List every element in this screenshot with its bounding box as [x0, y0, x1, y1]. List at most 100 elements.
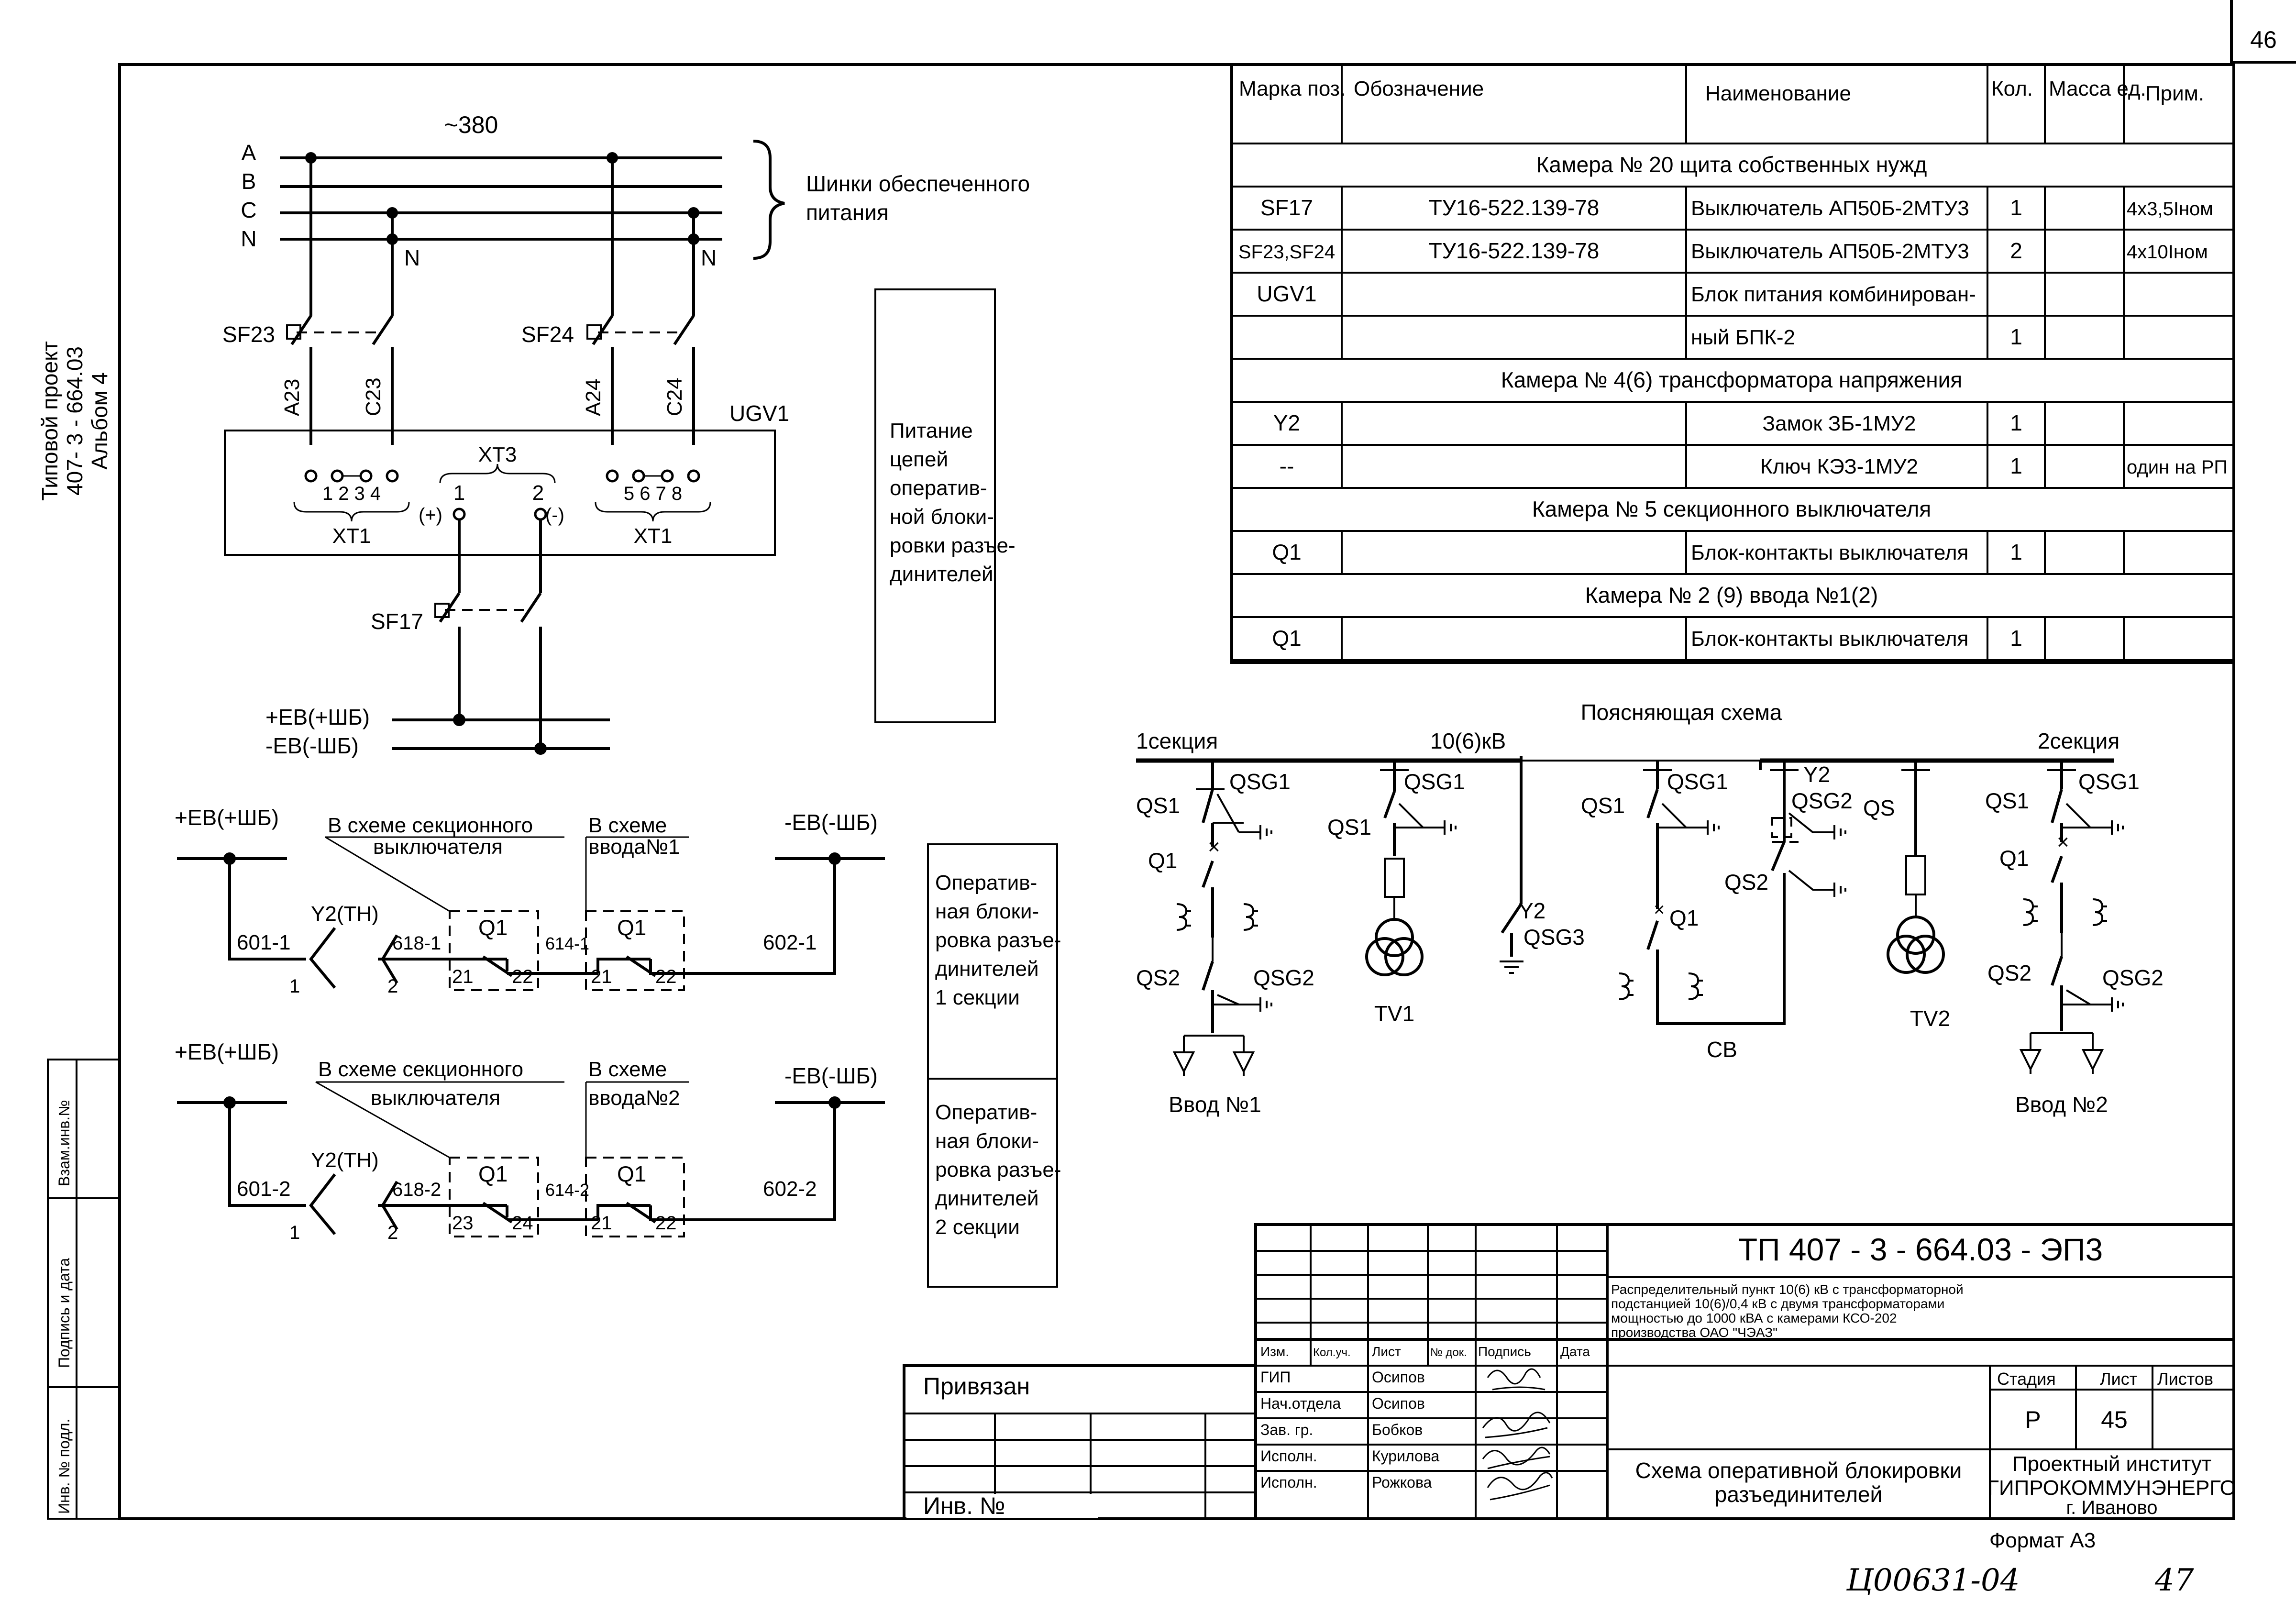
svg-text:A24: A24 [582, 379, 605, 416]
svg-text:Кол.: Кол. [1991, 77, 2033, 100]
svg-text:C23: C23 [362, 377, 385, 416]
svg-text:2: 2 [387, 976, 398, 997]
svg-text:Изм.: Изм. [1260, 1344, 1289, 1359]
svg-text:оператив-: оператив- [890, 476, 987, 500]
svg-text:Y2(TH): Y2(TH) [311, 902, 379, 926]
format-label: Формат А3 [1989, 1529, 2096, 1552]
svg-text:1: 1 [289, 976, 300, 997]
svg-text:×: × [1654, 899, 1665, 920]
svg-text:2: 2 [532, 481, 544, 505]
svg-text:QSG2: QSG2 [1253, 965, 1314, 990]
spec-cell: 4x3,5Iном [2127, 199, 2213, 220]
svg-text:разъединителей: разъединителей [1715, 1482, 1882, 1507]
left-stamp: Взам.инв.№ Подпись и дата Инв. № подл. [47, 1059, 121, 1520]
terminal-xt3: XT3 1 2 (+) (-) [419, 443, 564, 526]
svg-text:Схема оперативной блокировки: Схема оперативной блокировки [1635, 1458, 1962, 1483]
svg-text:1 2 3 4: 1 2 3 4 [322, 483, 381, 504]
single-line-diagram: Поясняющая схема 1секция 10(6)кВ 2секция… [1136, 700, 2164, 1117]
ugv1-block [224, 430, 776, 556]
svg-text:(+): (+) [419, 505, 442, 526]
linked-block: Привязан Инв. № [903, 1364, 1257, 1520]
svg-text:-EB(-ШБ): -EB(-ШБ) [784, 810, 878, 835]
svg-text:21: 21 [452, 966, 474, 987]
section-boxes: Оператив- ная блоки- ровка разъе- дините… [927, 843, 1061, 1288]
svg-text:динителей: динителей [935, 957, 1039, 981]
svg-text:QSG3: QSG3 [1523, 925, 1585, 950]
svg-text:QS1: QS1 [1985, 788, 2029, 813]
svg-text:QS: QS [1863, 795, 1895, 820]
spec-cell: Блок-контакты выключателя [1691, 541, 1968, 564]
svg-text:ровка разъе-: ровка разъе- [935, 928, 1061, 952]
svg-text:Зав. гр.: Зав. гр. [1260, 1421, 1313, 1438]
spec-cell: ный БПК-2 [1691, 326, 1795, 349]
svg-text:Ввод №1: Ввод №1 [1169, 1092, 1261, 1117]
terminal-xt1-right: 5 6 7 8 XT1 [595, 469, 711, 548]
svg-text:Ввод №2: Ввод №2 [2015, 1092, 2108, 1117]
svg-text:XT1: XT1 [634, 524, 673, 548]
breaker-sf23: SF23 A23 C23 [222, 315, 394, 445]
svg-text:QS1: QS1 [1327, 815, 1371, 839]
phase-c: C [241, 198, 256, 222]
spec-cell: ТУ16-522.139-78 [1429, 238, 1600, 263]
spec-cell: SF23,SF24 [1238, 242, 1335, 263]
svg-text:602-1: 602-1 [763, 931, 817, 954]
spec-cell: 1 [2010, 626, 2022, 651]
svg-text:динителей: динителей [890, 563, 993, 586]
svg-text:Кол.уч.: Кол.уч. [1313, 1346, 1351, 1359]
svg-text:Q1: Q1 [478, 1161, 508, 1186]
breaker-sf24: SF24 A24 C24 [521, 315, 695, 445]
svg-text:Нач.отдела: Нач.отдела [1260, 1395, 1341, 1412]
svg-text:A23: A23 [280, 379, 304, 416]
svg-text:QS2: QS2 [1987, 961, 2031, 985]
spec-section-title: Камера № 2 (9) ввода №1(2) [1585, 583, 1878, 607]
svg-text:1 секции: 1 секции [935, 986, 1020, 1009]
svg-text:Масса ед.: Масса ед. [2049, 77, 2146, 100]
svg-text:602-2: 602-2 [763, 1177, 817, 1201]
svg-text:Исполн.: Исполн. [1260, 1474, 1317, 1491]
svg-text:Осипов: Осипов [1372, 1395, 1425, 1412]
spec-cell: Выключатель АП50Б-2МТУ3 [1691, 197, 1969, 220]
svg-text:ровка разъе-: ровка разъе- [935, 1158, 1061, 1181]
svg-text:производства ОАО "ЧЭАЗ": производства ОАО "ЧЭАЗ" [1611, 1325, 1777, 1340]
spec-section-title: Камера № 4(6) трансформатора напряжения [1501, 367, 1962, 392]
voltage-label: ~380 [444, 111, 498, 138]
svg-text:21: 21 [591, 966, 612, 987]
single-line-title: Поясняющая схема [1581, 700, 1782, 725]
svg-text:Курилова: Курилова [1372, 1447, 1439, 1465]
svg-text:ГИП: ГИП [1260, 1369, 1291, 1386]
svg-text:Распределительный пункт 10(6): Распределительный пункт 10(6) кВ с транс… [1611, 1282, 1964, 1297]
spec-cell: один на РП [2127, 457, 2228, 478]
interlock-row-1: +EB(+ШБ) -EB(-ШБ) В схеме секционного вы… [175, 805, 885, 997]
svg-text:QSG1: QSG1 [1404, 769, 1465, 794]
svg-text:Q1: Q1 [617, 1161, 646, 1186]
svg-text:22: 22 [655, 966, 677, 987]
svg-text:Оператив-: Оператив- [935, 871, 1037, 894]
svg-text:(-): (-) [545, 505, 564, 526]
spec-cell: Блок питания комбинирован- [1691, 283, 1976, 306]
spec-cell: 1 [2010, 453, 2022, 478]
title-block: ТП 407 - 3 - 664.03 - ЭП3 Изм. Кол.уч. Л… [1254, 1223, 2236, 1520]
svg-text:Привязан: Привязан [923, 1373, 1030, 1400]
spec-table: Марка поз. Обозначение Наименование Кол.… [1230, 63, 2235, 664]
svg-text:+EB(+ШБ): +EB(+ШБ) [175, 1039, 279, 1064]
svg-text:23: 23 [452, 1213, 474, 1234]
spec-cell: Блок-контакты выключателя [1691, 627, 1968, 651]
svg-text:21: 21 [591, 1213, 612, 1234]
spec-cell: Выключатель АП50Б-2МТУ3 [1691, 240, 1969, 263]
svg-text:Дата: Дата [1560, 1344, 1590, 1359]
bus-plus: +EB(+ШБ) [265, 705, 370, 729]
ugv1-label: UGV1 [729, 401, 789, 426]
svg-text:Прим.: Прим. [2145, 82, 2204, 105]
svg-text:N: N [701, 245, 717, 270]
svg-text:601-1: 601-1 [237, 931, 291, 954]
spec-cell: 1 [2010, 195, 2022, 220]
bus-label-2: питания [806, 200, 889, 225]
drawing-code: ТП 407 - 3 - 664.03 - ЭП3 [1738, 1232, 2103, 1267]
side-stamp: Типовой проект 407- 3 - 664.03 Альбом 4 [37, 341, 112, 501]
svg-text:2секция: 2секция [2038, 729, 2119, 753]
svg-text:Q1: Q1 [478, 915, 508, 940]
archive-number: Ц00631-04 [1846, 1563, 2020, 1598]
svg-text:QSG1: QSG1 [1229, 769, 1291, 794]
page-number-box: 46 [2230, 0, 2296, 64]
svg-text:Q1: Q1 [1669, 905, 1699, 930]
